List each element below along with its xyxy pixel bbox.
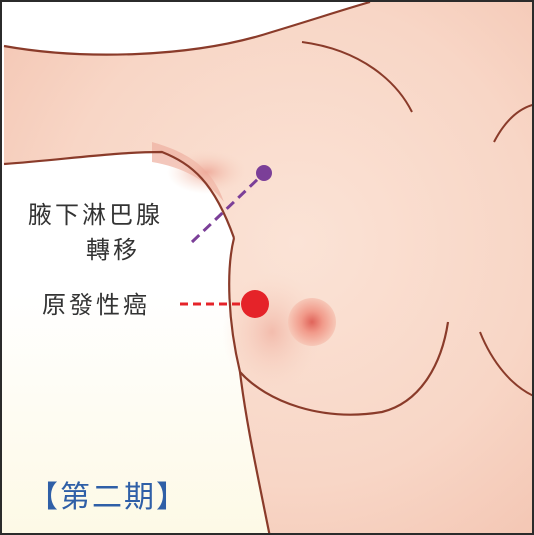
stage-text: 第二期 <box>60 480 156 515</box>
underarm-shadow <box>167 150 247 194</box>
axillary-node-dot <box>256 165 272 181</box>
primary-tumor-dot <box>241 290 269 318</box>
axillary-metastasis-label-line1: 腋下淋巴腺 <box>28 200 163 230</box>
stage-open-bracket: 【 <box>28 480 60 515</box>
stage-close-bracket: 】 <box>156 480 188 515</box>
stage-label: 【第二期】 <box>28 472 188 516</box>
axillary-metastasis-label-line2: 轉移 <box>86 235 140 265</box>
primary-cancer-label: 原發性癌 <box>42 290 150 320</box>
torso-body <box>4 2 534 535</box>
areola <box>288 298 336 346</box>
